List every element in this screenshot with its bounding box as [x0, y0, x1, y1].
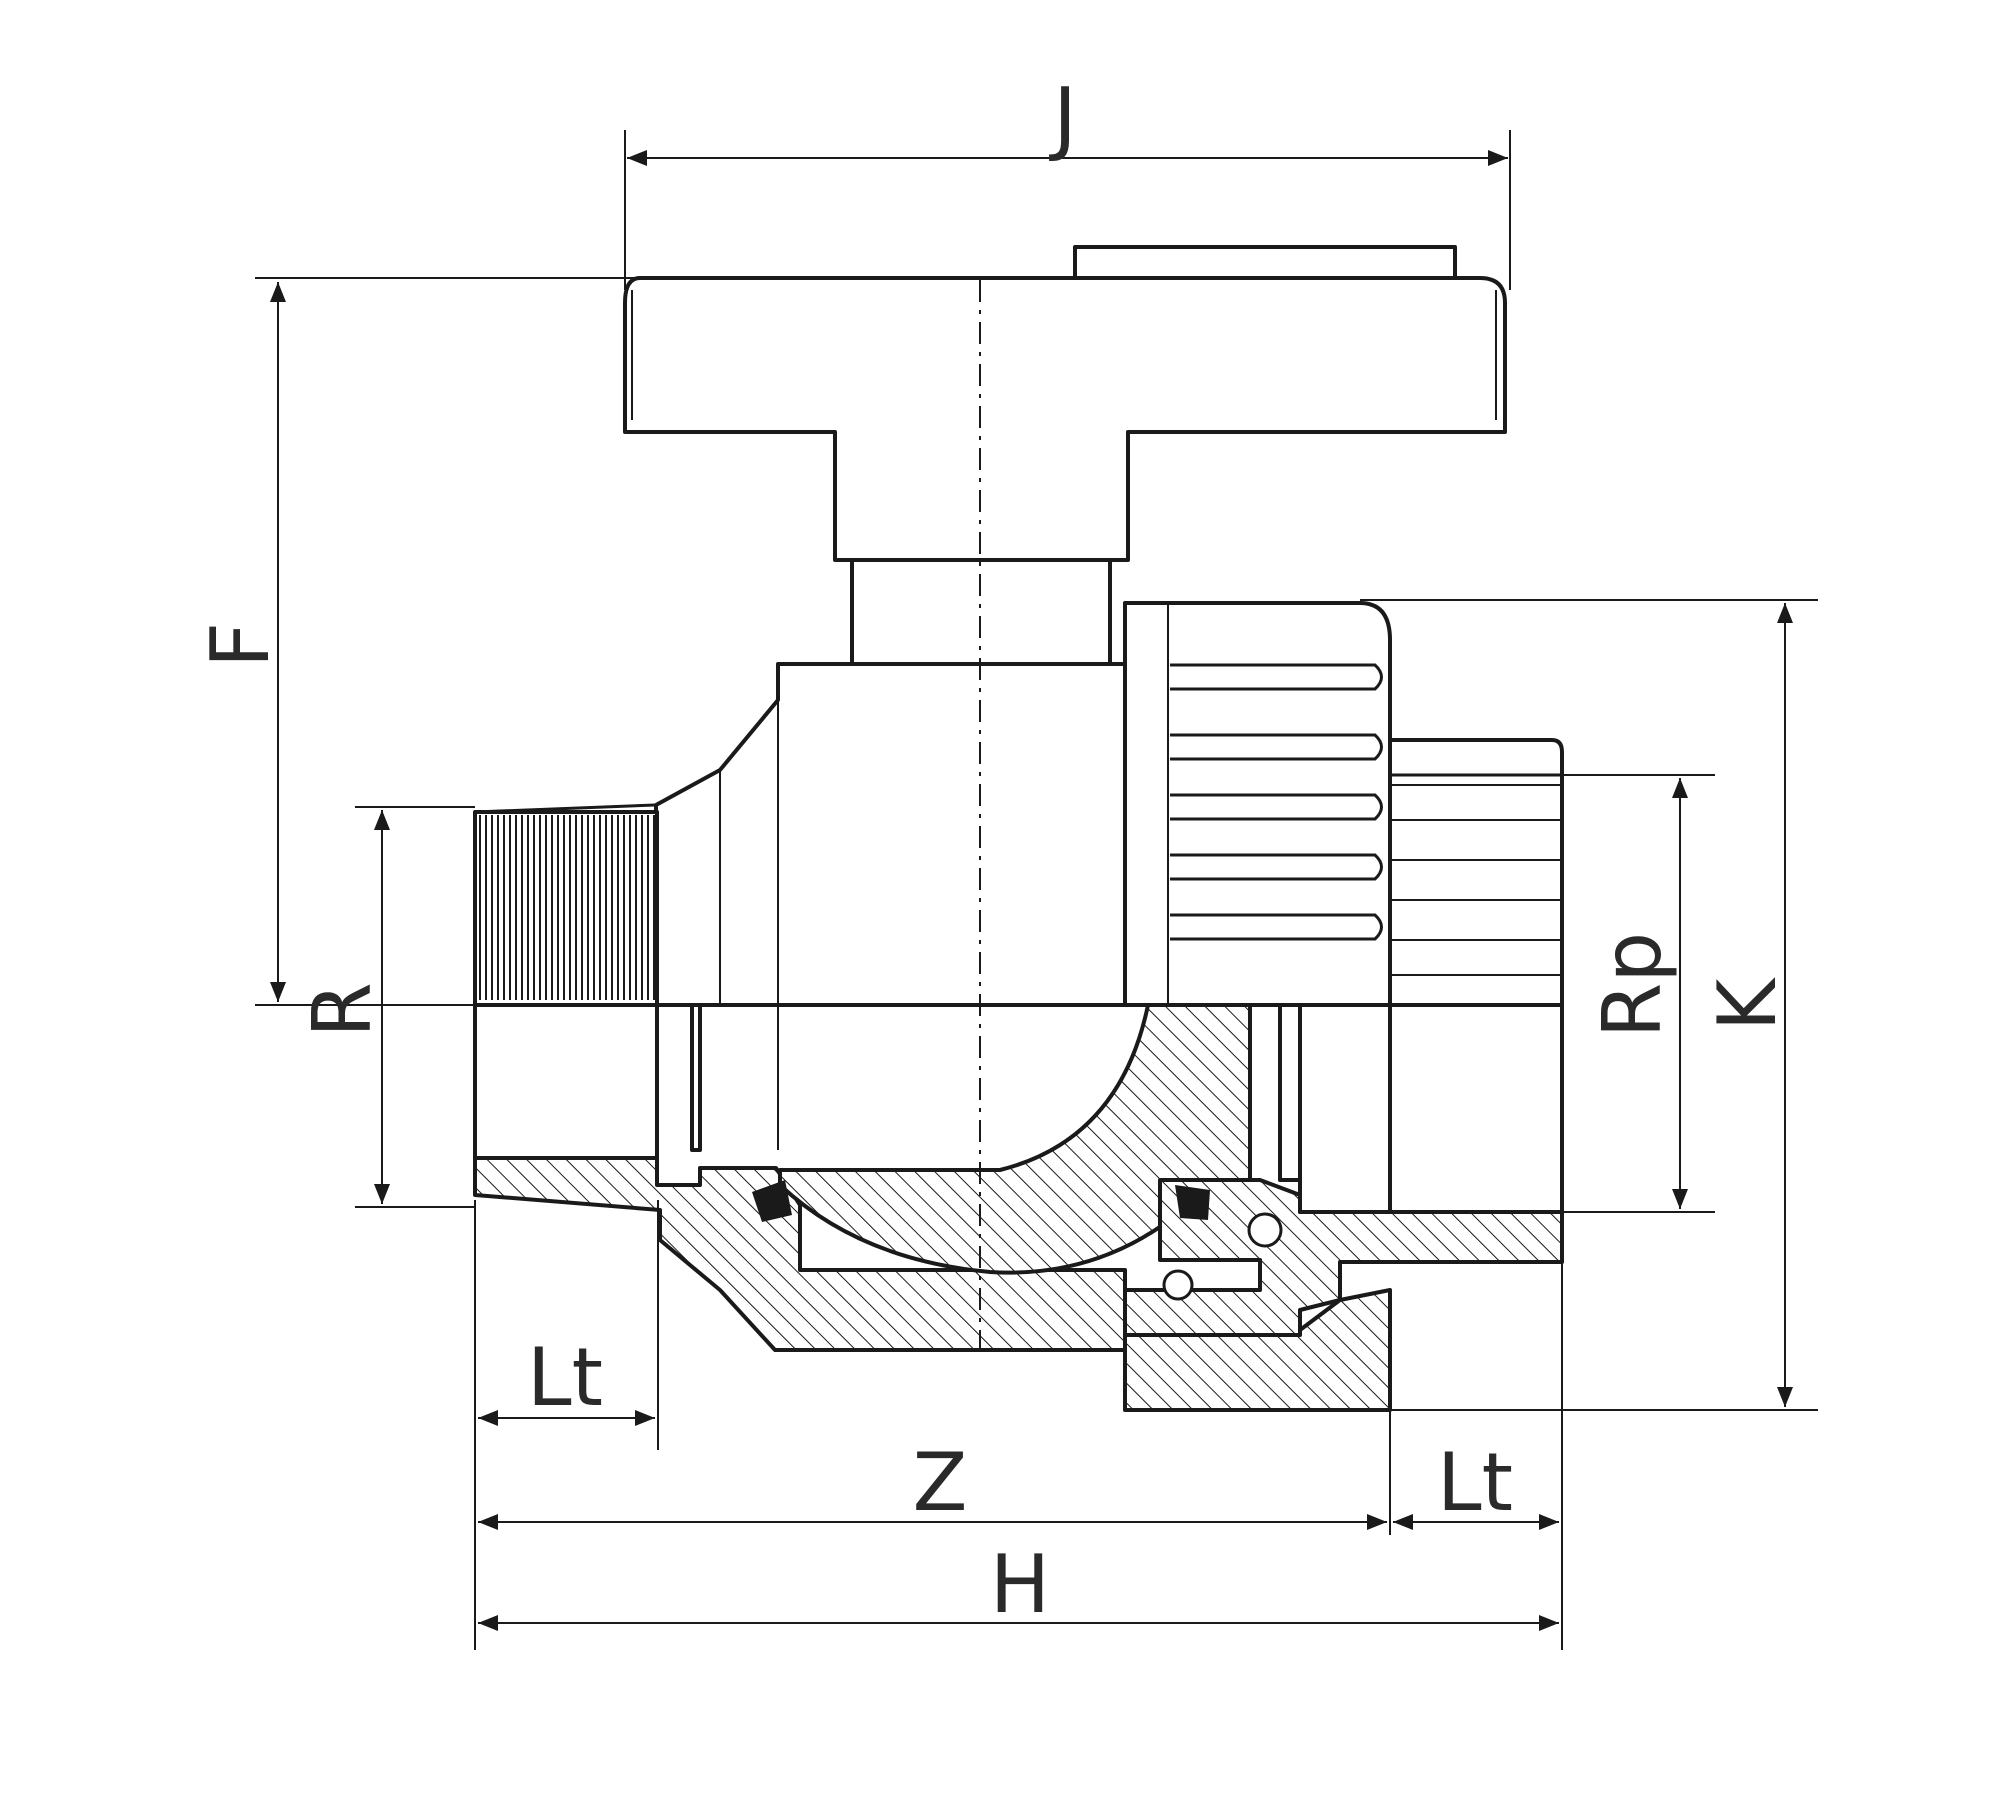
o-ring-lower: [1162, 1269, 1194, 1301]
dim-label-Rp: Rp: [1586, 932, 1679, 1038]
nut-ribs: [1170, 663, 1383, 941]
nut-rib: [1170, 793, 1383, 821]
dim-label-Lt-right: Lt: [1437, 1436, 1513, 1529]
handle: [623, 245, 1507, 562]
dimension-lines: [270, 150, 1793, 1631]
seat-seal-left: [752, 1180, 792, 1222]
female-end: [1388, 738, 1564, 1007]
dim-label-Z: Z: [913, 1436, 968, 1529]
dim-label-R: R: [296, 982, 389, 1038]
dimension-labels: J F R Rp K Lt Z Lt H: [194, 71, 1794, 1631]
thread-lines: [479, 815, 655, 1000]
nut-rib: [1170, 853, 1383, 881]
seat-seal-right: [1175, 1185, 1210, 1220]
o-ring-upper: [1247, 1212, 1283, 1248]
dim-label-K: K: [1701, 976, 1794, 1031]
dim-label-Lt-left: Lt: [527, 1331, 603, 1424]
extension-lines: [255, 130, 1818, 1650]
union-nut: [1123, 601, 1392, 1007]
valve-body: [654, 662, 1127, 1150]
dim-label-F: F: [194, 622, 287, 668]
nut-rib: [1170, 733, 1383, 761]
dim-label-H: H: [990, 1538, 1050, 1631]
nut-rib: [1170, 913, 1383, 941]
nut-rib: [1170, 663, 1383, 691]
section-view: [473, 1003, 1564, 1412]
dim-label-J: J: [1048, 71, 1077, 164]
